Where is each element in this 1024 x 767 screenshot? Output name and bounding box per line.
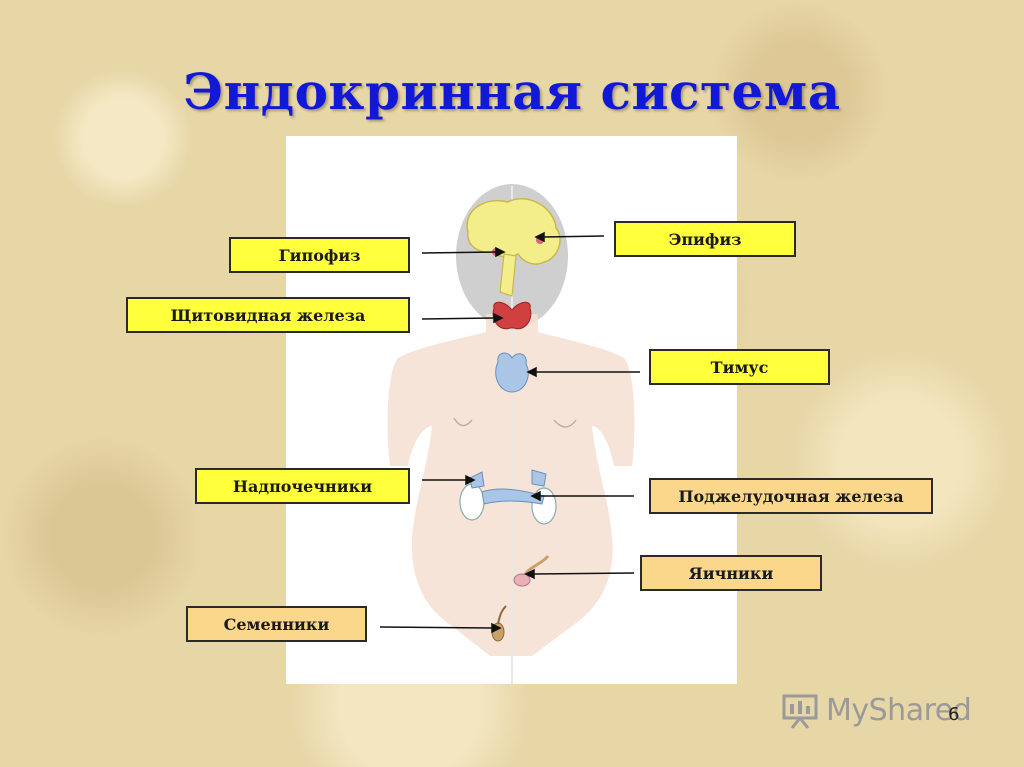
- label-hypophysis: Гипофиз: [229, 237, 410, 273]
- label-ovaries: Яичники: [640, 555, 822, 591]
- pancreas-gland: [481, 488, 545, 505]
- label-adrenals: Надпочечники: [195, 468, 410, 504]
- body-figure: [387, 184, 635, 684]
- pineal-gland: [536, 236, 544, 244]
- label-testes: Семенники: [186, 606, 367, 642]
- label-epiphysis: Эпифиз: [614, 221, 796, 257]
- label-thyroid: Щитовидная железа: [126, 297, 410, 333]
- label-thymus: Тимус: [649, 349, 830, 385]
- slide-title: Эндокринная система: [183, 62, 841, 121]
- testis-duct: [497, 605, 507, 625]
- ovary-body: [513, 573, 531, 587]
- chest-right: [553, 419, 577, 428]
- anatomy-illustration: [286, 136, 737, 684]
- chest-left: [453, 417, 473, 427]
- kidney-left: [459, 483, 485, 521]
- slide-number: 6: [948, 704, 960, 725]
- brainstem: [499, 253, 517, 297]
- adrenal-right: [531, 469, 547, 487]
- brand-name: MyShared: [826, 692, 972, 728]
- myshared-watermark: MyShared: [780, 688, 990, 732]
- label-pancreas: Поджелудочная железа: [649, 478, 933, 514]
- testis: [491, 622, 505, 642]
- thymus-gland: [495, 352, 529, 393]
- pituitary-gland: [492, 248, 500, 256]
- presentation-board-icon: [782, 694, 818, 729]
